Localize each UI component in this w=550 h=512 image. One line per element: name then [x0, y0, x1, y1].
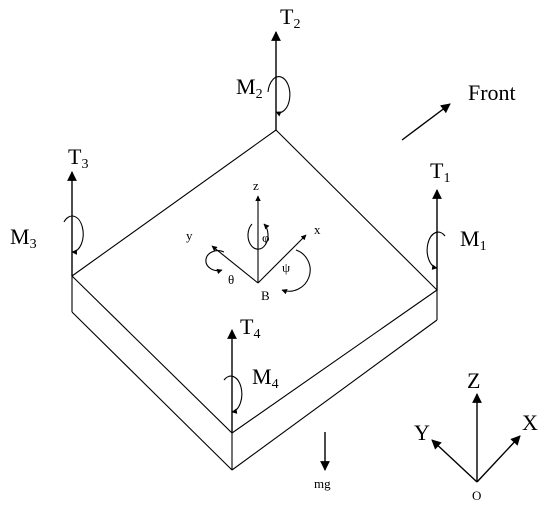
- moment-curl-3: [63, 215, 84, 255]
- theta-rotation: [205, 250, 225, 275]
- thrust-label-2: T2: [280, 4, 300, 32]
- thrust-label-3: T3: [68, 144, 88, 172]
- body-frame: [205, 195, 311, 295]
- inertial-z-label: Z: [467, 368, 480, 393]
- body-z-label: z: [253, 178, 259, 193]
- inertial-y-label: Y: [414, 420, 430, 445]
- inertial-origin-label: O: [472, 488, 481, 503]
- inertial-x-label: X: [522, 410, 538, 435]
- body-x-axis: [257, 234, 307, 284]
- thrust-label-1: T1: [430, 158, 450, 186]
- moment-curls: [63, 76, 446, 414]
- moment-curl-1: [426, 231, 446, 270]
- thrust-label-4: T4: [240, 314, 260, 342]
- body-y-label: y: [186, 228, 193, 243]
- phi-label: φ: [262, 230, 270, 245]
- inertial-y-axis: [431, 439, 478, 483]
- theta-label: θ: [228, 272, 234, 287]
- body-x-label: x: [314, 222, 321, 237]
- moment-label-4: M4: [252, 364, 279, 392]
- psi-label: ψ: [282, 260, 290, 275]
- moment-label-1: M1: [460, 226, 487, 254]
- psi-rotation: [281, 249, 311, 295]
- inertial-frame: [431, 393, 521, 483]
- front-arrow: [401, 103, 451, 141]
- body-origin-label: B: [261, 288, 270, 303]
- phi-rotation: [247, 223, 270, 250]
- gravity-label: mg: [314, 476, 331, 491]
- inertial-x-axis: [476, 435, 521, 483]
- box-bottom-left: [71, 311, 233, 471]
- body-y-axis: [211, 245, 259, 284]
- box-bottom-right: [231, 319, 438, 471]
- front-label: Front: [468, 80, 516, 105]
- moment-label-3: M3: [10, 224, 37, 252]
- moment-curl-2: [267, 76, 291, 117]
- moment-curl-4: [223, 375, 243, 414]
- moment-label-2: M2: [236, 74, 263, 102]
